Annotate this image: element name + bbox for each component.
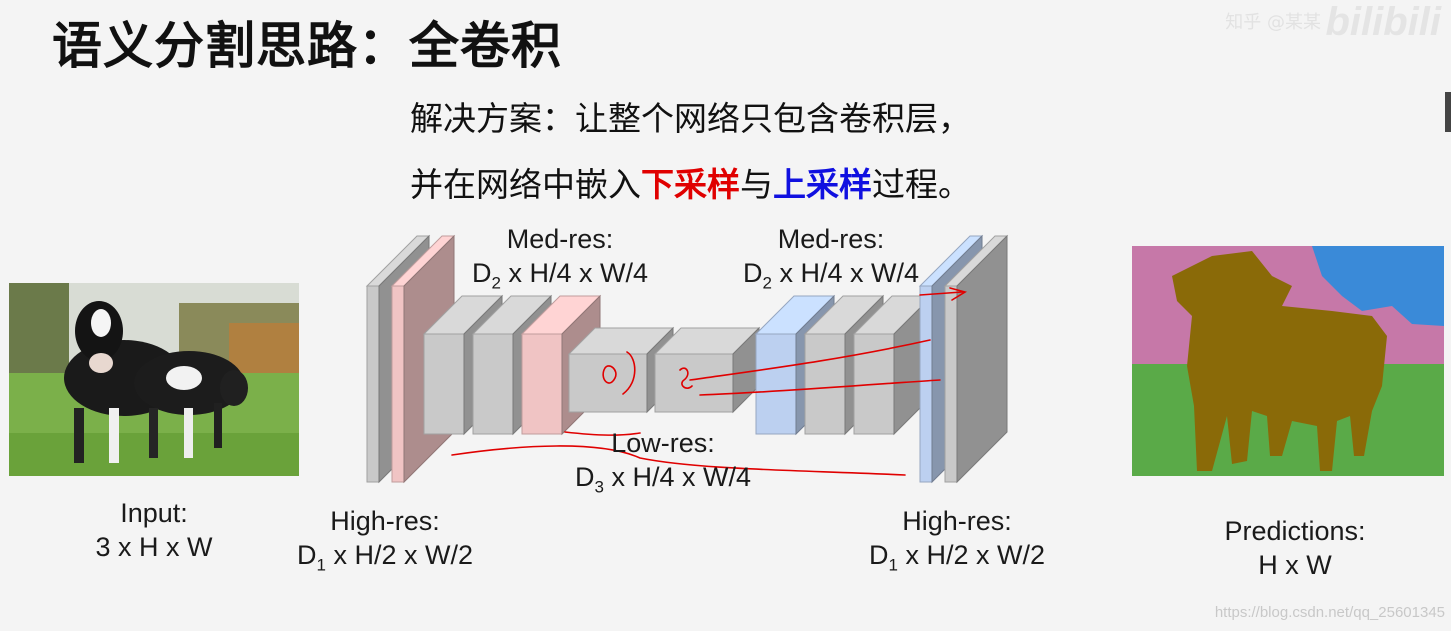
slide-title: 语义分割思路：全卷积 bbox=[52, 17, 562, 75]
med-res-left-dims: D2 x H/4 x W/4 bbox=[472, 258, 648, 293]
low-res-block-2 bbox=[653, 326, 761, 414]
med-res-left-title: Med-res: bbox=[506, 224, 614, 254]
input-dims: 3 x H x W bbox=[95, 532, 213, 562]
med-res-right-label: Med-res: D2 x H/4 x W/4 bbox=[736, 222, 926, 300]
downsampling-text: 下采样 bbox=[641, 165, 740, 204]
annotation-stroke-5 bbox=[602, 365, 617, 384]
prediction-segmentation-map bbox=[1132, 246, 1444, 476]
predictions-dims: H x W bbox=[1258, 550, 1332, 580]
high-res-right-title: High-res: bbox=[902, 506, 1012, 536]
handwritten-annotations bbox=[451, 287, 968, 476]
annotation-stroke-7 bbox=[679, 367, 693, 389]
solution-line-2: 并在网络中嵌入下采样与上采样过程。 bbox=[410, 158, 971, 206]
high-res-right-block-2 bbox=[943, 234, 1009, 484]
source-url: https://blog.csdn.net/qq_25601345 bbox=[1214, 604, 1445, 621]
input-label: Input: 3 x H x W bbox=[84, 496, 224, 564]
solution-line-2-suffix: 过程。 bbox=[872, 165, 971, 204]
solution-line-2-mid: 与 bbox=[740, 165, 773, 204]
annotation-stroke-3 bbox=[699, 379, 941, 396]
med-res-right-title: Med-res: bbox=[777, 224, 885, 254]
watermark-text: 知乎 @某某 bbox=[1225, 12, 1321, 33]
annotation-stroke-1 bbox=[451, 445, 906, 476]
input-cow-photo bbox=[9, 283, 299, 476]
input-title: Input: bbox=[120, 498, 188, 528]
solution-line-2-prefix: 并在网络中嵌入 bbox=[410, 165, 641, 204]
med-res-left-label: Med-res: D2 x H/4 x W/4 bbox=[465, 222, 655, 300]
high-res-left-title: High-res: bbox=[330, 506, 440, 536]
upsampling-text: 上采样 bbox=[773, 165, 872, 204]
side-scroll-tab[interactable] bbox=[1445, 92, 1451, 132]
low-res-label: Low-res: D3 x H/4 x W/4 bbox=[568, 426, 758, 504]
low-res-title: Low-res: bbox=[611, 428, 715, 458]
high-res-right-label: High-res: D1 x H/2 x W/2 bbox=[862, 504, 1052, 582]
high-res-left-dims: D1 x H/2 x W/2 bbox=[297, 540, 473, 575]
solution-line-1: 解决方案：让整个网络只包含卷积层， bbox=[410, 99, 971, 138]
high-res-left-label: High-res: D1 x H/2 x W/2 bbox=[290, 504, 480, 582]
low-res-dims: D3 x H/4 x W/4 bbox=[575, 462, 751, 497]
med-res-right-dims: D2 x H/4 x W/4 bbox=[743, 258, 919, 293]
high-res-right-dims: D1 x H/2 x W/2 bbox=[869, 540, 1045, 575]
predictions-title: Predictions: bbox=[1224, 516, 1366, 546]
annotation-stroke-8 bbox=[919, 287, 968, 301]
annotation-stroke-2 bbox=[689, 339, 931, 381]
feature-blocks bbox=[365, 234, 1009, 484]
bilibili-logo: bilibili bbox=[1325, 0, 1441, 44]
predictions-label: Predictions: H x W bbox=[1210, 514, 1380, 582]
annotation-stroke-6 bbox=[622, 351, 636, 395]
annotation-stroke-4 bbox=[564, 431, 641, 436]
